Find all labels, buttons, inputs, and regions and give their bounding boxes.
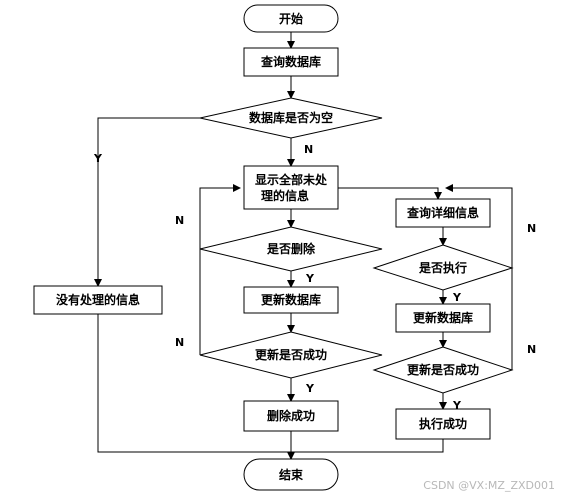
label-execute-ok: 执行成功	[419, 416, 467, 431]
edge-show-detail	[338, 187, 442, 200]
edge-label-update-right-no: N	[527, 343, 536, 356]
label-show-all-2: 理的信息	[261, 188, 309, 203]
node-execute-ok	[395, 408, 491, 440]
edge-execok-end	[291, 439, 444, 453]
edge-exec-no	[445, 184, 513, 268]
label-update-ok-right: 更新是否成功	[407, 362, 479, 377]
edge-label-empty-yes: Y	[93, 152, 103, 165]
node-delete-ok	[243, 400, 339, 432]
label-update-db-right: 更新数据库	[413, 310, 473, 325]
edge-noinfo-end	[97, 314, 291, 453]
label-db-empty: 数据库是否为空	[249, 110, 333, 125]
label-delete-q: 是否删除	[266, 241, 316, 256]
node-end	[243, 458, 339, 491]
node-update-db-left	[243, 286, 339, 314]
node-update-ok-right	[372, 346, 514, 394]
label-execute-q: 是否执行	[418, 260, 467, 275]
node-delete-q	[199, 226, 383, 272]
node-db-empty	[199, 97, 383, 139]
edge-label-execute-no: N	[527, 222, 536, 235]
label-start: 开始	[279, 11, 303, 26]
label-update-db-left: 更新数据库	[261, 292, 321, 307]
label-update-ok-left: 更新是否成功	[255, 347, 327, 362]
node-update-db-right	[395, 303, 491, 333]
label-end: 结束	[279, 467, 304, 482]
node-update-ok-left	[199, 331, 383, 379]
label-query-db: 查询数据库	[260, 54, 321, 69]
edge-empty-yes	[94, 117, 200, 287]
watermark: CSDN @VX:MZ_ZXD001	[423, 479, 555, 492]
node-start	[243, 4, 339, 33]
label-no-unprocessed: 没有处理的信息	[56, 292, 140, 307]
edge-label-update-right-yes: Y	[452, 399, 462, 412]
label-delete-ok: 删除成功	[267, 408, 315, 423]
edge-label-delete-no: N	[175, 214, 184, 227]
edge-label-update-left-yes: Y	[305, 382, 315, 395]
edge-label-update-left-no: N	[175, 336, 184, 349]
edge-label-delete-yes: Y	[305, 272, 315, 285]
node-execute-q	[372, 244, 514, 291]
edge-label-execute-yes: Y	[452, 291, 462, 304]
edge-labels: Y N N Y N Y N Y N Y	[93, 143, 536, 412]
nodes	[33, 4, 514, 491]
node-query-db	[243, 47, 339, 77]
edges	[94, 32, 513, 460]
label-query-detail: 查询详细信息	[406, 205, 479, 220]
edge-label-empty-no: N	[304, 143, 313, 156]
node-show-all	[243, 165, 339, 210]
node-labels: 开始 查询数据库 数据库是否为空 显示全部未处 理的信息 是否删除 更新数据库 …	[56, 11, 479, 482]
node-no-unprocessed	[33, 285, 163, 315]
edge-delete-no	[199, 184, 241, 249]
label-show-all-1: 显示全部未处	[255, 172, 328, 187]
node-query-detail	[395, 198, 491, 228]
